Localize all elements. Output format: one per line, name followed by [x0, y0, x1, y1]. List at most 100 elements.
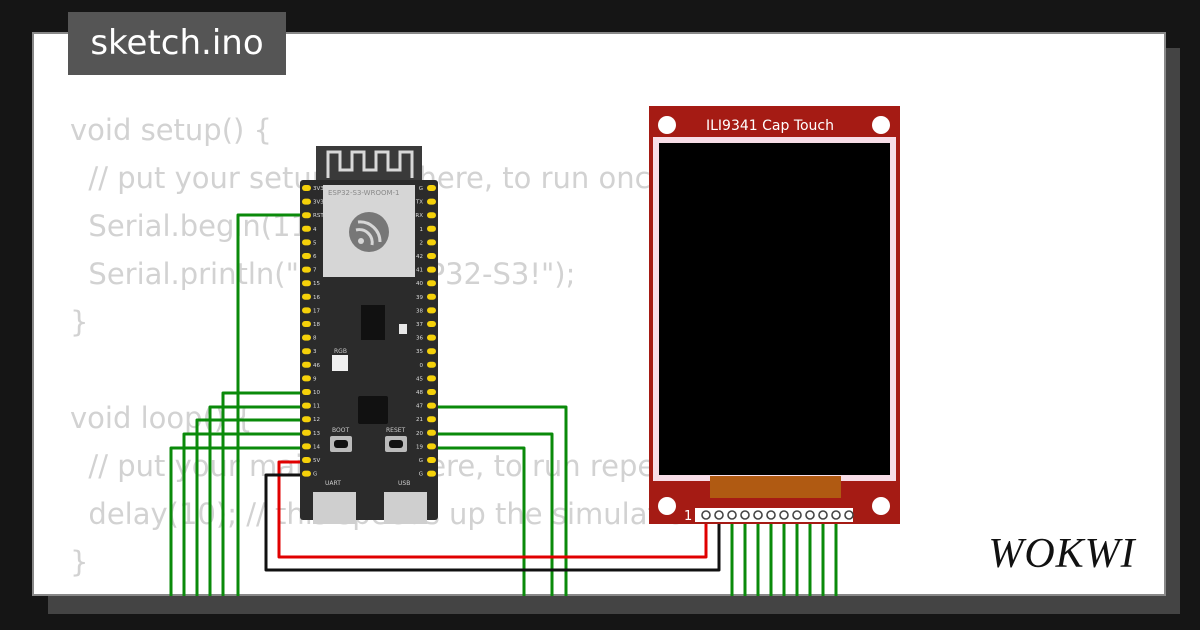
usb-connector: [384, 492, 427, 524]
pin-label-right: 38: [416, 308, 423, 314]
pin-label-left: 16: [313, 295, 320, 301]
display-pin[interactable]: [701, 510, 711, 520]
pin-pad-left[interactable]: [302, 253, 311, 259]
pin-pad-left[interactable]: [302, 185, 311, 191]
display-pin[interactable]: [844, 510, 854, 520]
display-pin[interactable]: [753, 510, 763, 520]
pin-pad-right[interactable]: [427, 348, 436, 355]
mount-hole-br: [872, 497, 890, 515]
display-pin[interactable]: [779, 510, 789, 520]
display-pin[interactable]: [766, 510, 776, 520]
ili9341-display[interactable]: ILI9341 Cap Touch 1: [649, 106, 900, 524]
pin-pad-right[interactable]: [427, 389, 436, 395]
pin-pad-left[interactable]: [302, 348, 311, 355]
pin-pad-left[interactable]: [302, 225, 311, 232]
display-pin[interactable]: [714, 510, 724, 520]
pin-label-left: G: [313, 472, 317, 478]
pin-label-right: 21: [416, 417, 423, 423]
wire-13: [182, 432, 305, 596]
pin-pad-right[interactable]: [427, 321, 436, 327]
pin-pad-left[interactable]: [302, 470, 311, 477]
pin-pad-left[interactable]: [302, 198, 311, 205]
pin-label-left: 5: [313, 240, 317, 246]
pin-pad-right[interactable]: [427, 225, 436, 232]
code-line: // put your setup code here, to run once…: [88, 161, 679, 195]
pin-pad-left[interactable]: [302, 266, 311, 273]
pin-label-left: 7: [313, 268, 317, 274]
pin-pad-left[interactable]: [302, 307, 311, 314]
pin-pad-left[interactable]: [302, 375, 311, 382]
pin-pad-left[interactable]: [302, 321, 311, 327]
pin-pad-right[interactable]: [427, 470, 436, 477]
pin-label-right: 2: [420, 240, 424, 246]
pin-pad-right[interactable]: [427, 253, 436, 259]
pin-pad-right[interactable]: [427, 266, 436, 273]
display-pin[interactable]: [740, 510, 750, 520]
pin-label-left: 5V: [313, 458, 320, 464]
pin-label-left: 3V3: [313, 186, 324, 192]
pin-label-right: 20: [416, 431, 423, 437]
pin-pad-left[interactable]: [302, 280, 311, 287]
pin-label-left: 12: [313, 417, 320, 423]
pin-pad-right[interactable]: [427, 185, 436, 191]
pin-pad-left[interactable]: [302, 443, 311, 450]
display-pin[interactable]: [818, 510, 828, 520]
esp32-s3-devkit[interactable]: ESP32-S3-WROOM-1 RGB BOOT RESET UART USB…: [300, 146, 438, 524]
mount-hole-tr: [872, 116, 890, 134]
display-pin[interactable]: [727, 510, 737, 520]
pin-pad-right[interactable]: [427, 375, 436, 382]
reset-label: RESET: [386, 427, 406, 434]
display-pin[interactable]: [831, 510, 841, 520]
pin-pad-right[interactable]: [427, 443, 436, 450]
pin-label-right: 39: [416, 295, 423, 301]
display-pins: [701, 510, 854, 520]
pin-pad-left[interactable]: [302, 429, 311, 436]
pin-pad-right[interactable]: [427, 334, 436, 341]
pin-pad-left[interactable]: [302, 212, 311, 219]
file-tab[interactable]: sketch.ino: [68, 12, 286, 75]
pin-label-left: RST: [313, 213, 324, 219]
pin-label-right: G: [419, 472, 423, 478]
pin-pad-right[interactable]: [427, 361, 436, 368]
wire-47: [430, 405, 568, 596]
pin-pad-right[interactable]: [427, 402, 436, 409]
pin-pad-right[interactable]: [427, 293, 436, 300]
pin-label-left: 18: [313, 322, 320, 328]
pin-pad-right[interactable]: [427, 416, 436, 423]
pin-label-left: 10: [313, 390, 320, 396]
pin-pad-left[interactable]: [302, 239, 311, 246]
pin-pad-right[interactable]: [427, 239, 436, 246]
pin-pad-right[interactable]: [427, 457, 436, 463]
pin-label-left: 46: [313, 363, 320, 369]
pin-label-right: G: [419, 186, 423, 192]
pin-pad-left[interactable]: [302, 334, 311, 341]
uart-label: UART: [325, 480, 341, 487]
pin-label-right: 19: [416, 444, 423, 450]
pin-label-left: 4: [313, 227, 317, 233]
pin-pad-left[interactable]: [302, 416, 311, 423]
pin-label-left: 14: [313, 444, 320, 450]
rgb-label: RGB: [334, 348, 347, 355]
pin-pad-left[interactable]: [302, 402, 311, 409]
wire-12: [195, 418, 305, 596]
pin-pad-right[interactable]: [427, 198, 436, 205]
pin-pad-left[interactable]: [302, 361, 311, 368]
pin1-label: 1: [684, 509, 692, 524]
pin-pad-left[interactable]: [302, 293, 311, 300]
pin-pad-right[interactable]: [427, 212, 436, 219]
pin-pad-right[interactable]: [427, 280, 436, 287]
rgb-led: [332, 355, 348, 371]
file-tab-label: sketch.ino: [90, 23, 264, 63]
wire-11: [208, 405, 305, 596]
display-pin[interactable]: [792, 510, 802, 520]
pin-label-left: 13: [313, 431, 320, 437]
ldo-chip: [361, 305, 385, 340]
display-pin[interactable]: [805, 510, 815, 520]
pin-pad-right[interactable]: [427, 429, 436, 436]
pin-pad-left[interactable]: [302, 457, 311, 463]
pin-label-right: 42: [416, 254, 423, 260]
pin-pad-right[interactable]: [427, 307, 436, 314]
display-title: ILI9341 Cap Touch: [706, 118, 834, 134]
pin-pad-left[interactable]: [302, 389, 311, 395]
